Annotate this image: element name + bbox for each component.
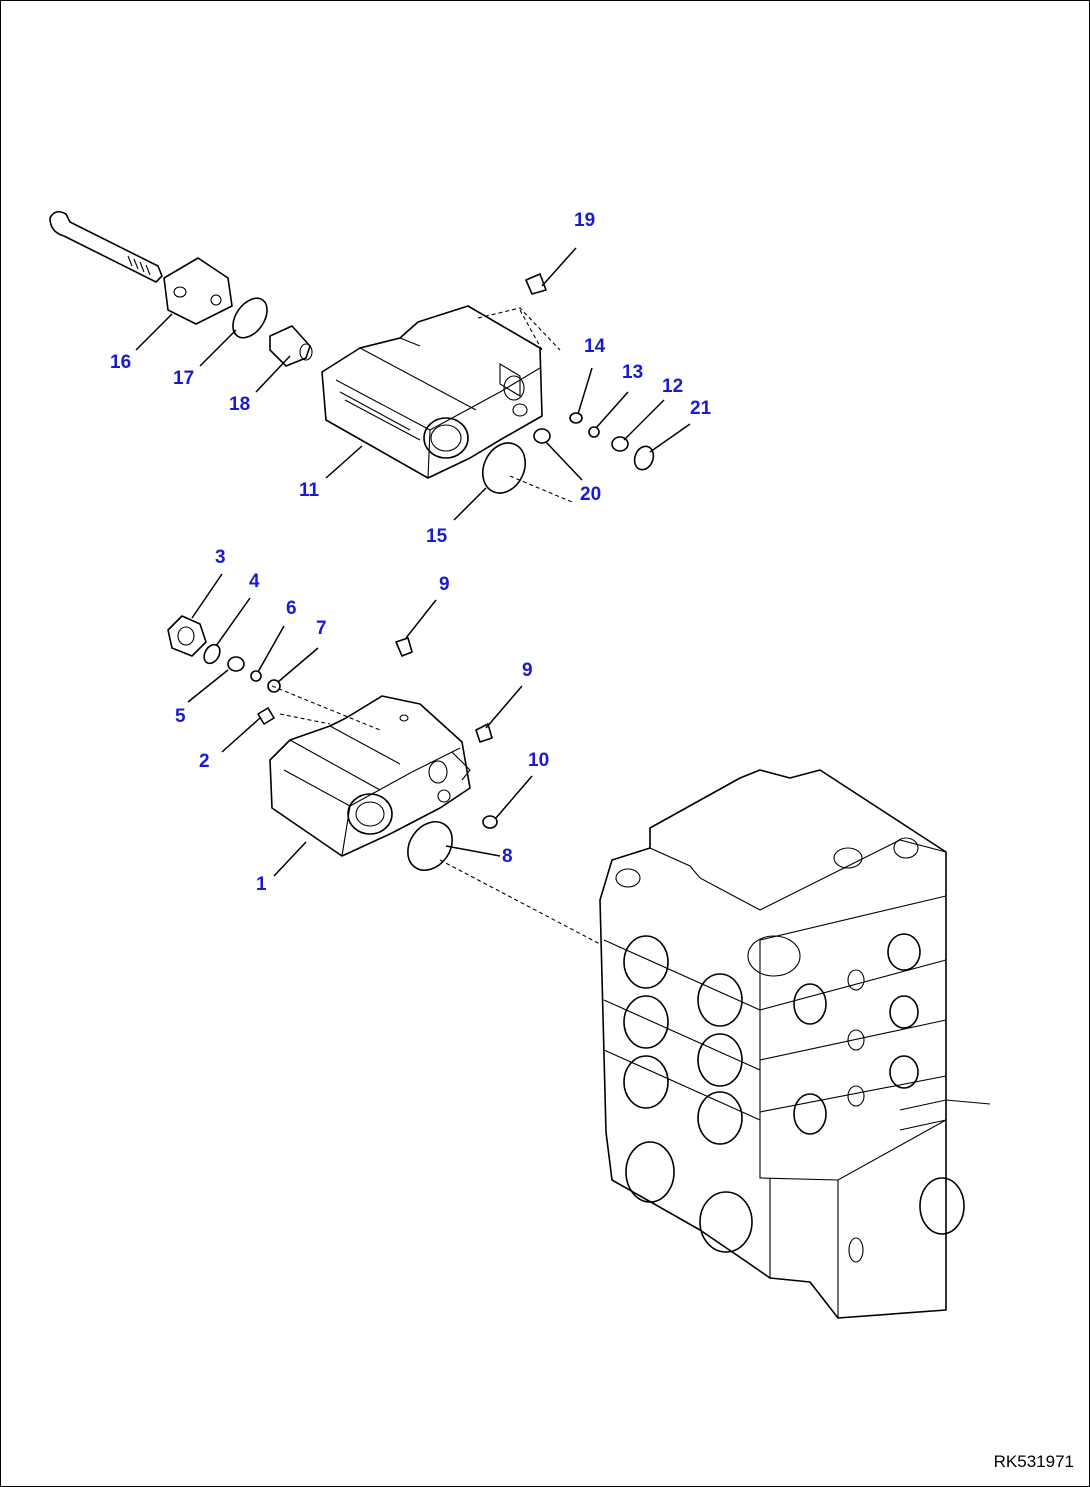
callout-14: 14 xyxy=(584,336,606,357)
plug-part-9b xyxy=(475,723,493,743)
valve-body-part-1 xyxy=(269,695,471,857)
callout-20: 20 xyxy=(580,484,601,505)
oring-part-15 xyxy=(482,442,526,494)
ball-part-14 xyxy=(569,412,583,424)
callout-9-lower: 9 xyxy=(522,660,533,681)
callout-4: 4 xyxy=(249,571,260,592)
callout-2: 2 xyxy=(199,751,210,772)
callout-6: 6 xyxy=(286,598,297,619)
small-parts-upper xyxy=(482,273,655,494)
plug-part-2 xyxy=(257,707,275,725)
leader-lines xyxy=(135,247,691,877)
oring-part-8 xyxy=(407,821,453,871)
callout-11: 11 xyxy=(299,480,320,501)
callout-19: 19 xyxy=(574,210,595,231)
oring-part-20 xyxy=(533,428,551,444)
main-valve-block xyxy=(599,769,991,1319)
callout-18: 18 xyxy=(229,394,250,415)
spring-part-6 xyxy=(250,670,262,682)
callout-13: 13 xyxy=(622,362,643,383)
callout-21: 21 xyxy=(690,398,712,419)
plug-part-5 xyxy=(227,656,245,672)
callout-10: 10 xyxy=(528,750,549,771)
plug-part-3 xyxy=(167,615,207,657)
callout-17: 17 xyxy=(173,368,194,389)
bolt-part-16a xyxy=(49,210,163,283)
oring-part-21 xyxy=(633,445,655,471)
callout-16: 16 xyxy=(110,352,131,373)
oring-part-4 xyxy=(203,643,221,665)
callout-7: 7 xyxy=(316,618,327,639)
drawing-reference-code: RK531971 xyxy=(994,1452,1074,1471)
callout-12: 12 xyxy=(662,376,683,397)
callout-1: 1 xyxy=(256,874,267,895)
oring-part-17 xyxy=(232,297,268,339)
plug-part-19 xyxy=(525,273,547,295)
valve-body-part-11 xyxy=(321,305,543,479)
ball-part-7 xyxy=(267,679,281,693)
plug-part-18 xyxy=(269,325,313,367)
callout-labels: 16 17 18 11 15 19 14 13 12 21 20 3 4 6 7… xyxy=(110,210,712,895)
callout-5: 5 xyxy=(175,706,186,727)
cover-part-16 xyxy=(163,257,233,325)
spring-part-13 xyxy=(588,426,600,438)
callout-8: 8 xyxy=(502,846,513,867)
callout-9-upper: 9 xyxy=(439,574,450,595)
callout-15: 15 xyxy=(426,526,448,547)
plug-part-12 xyxy=(611,436,629,452)
oring-part-10 xyxy=(482,815,498,829)
callout-3: 3 xyxy=(215,547,226,568)
plug-part-9a xyxy=(395,637,413,657)
